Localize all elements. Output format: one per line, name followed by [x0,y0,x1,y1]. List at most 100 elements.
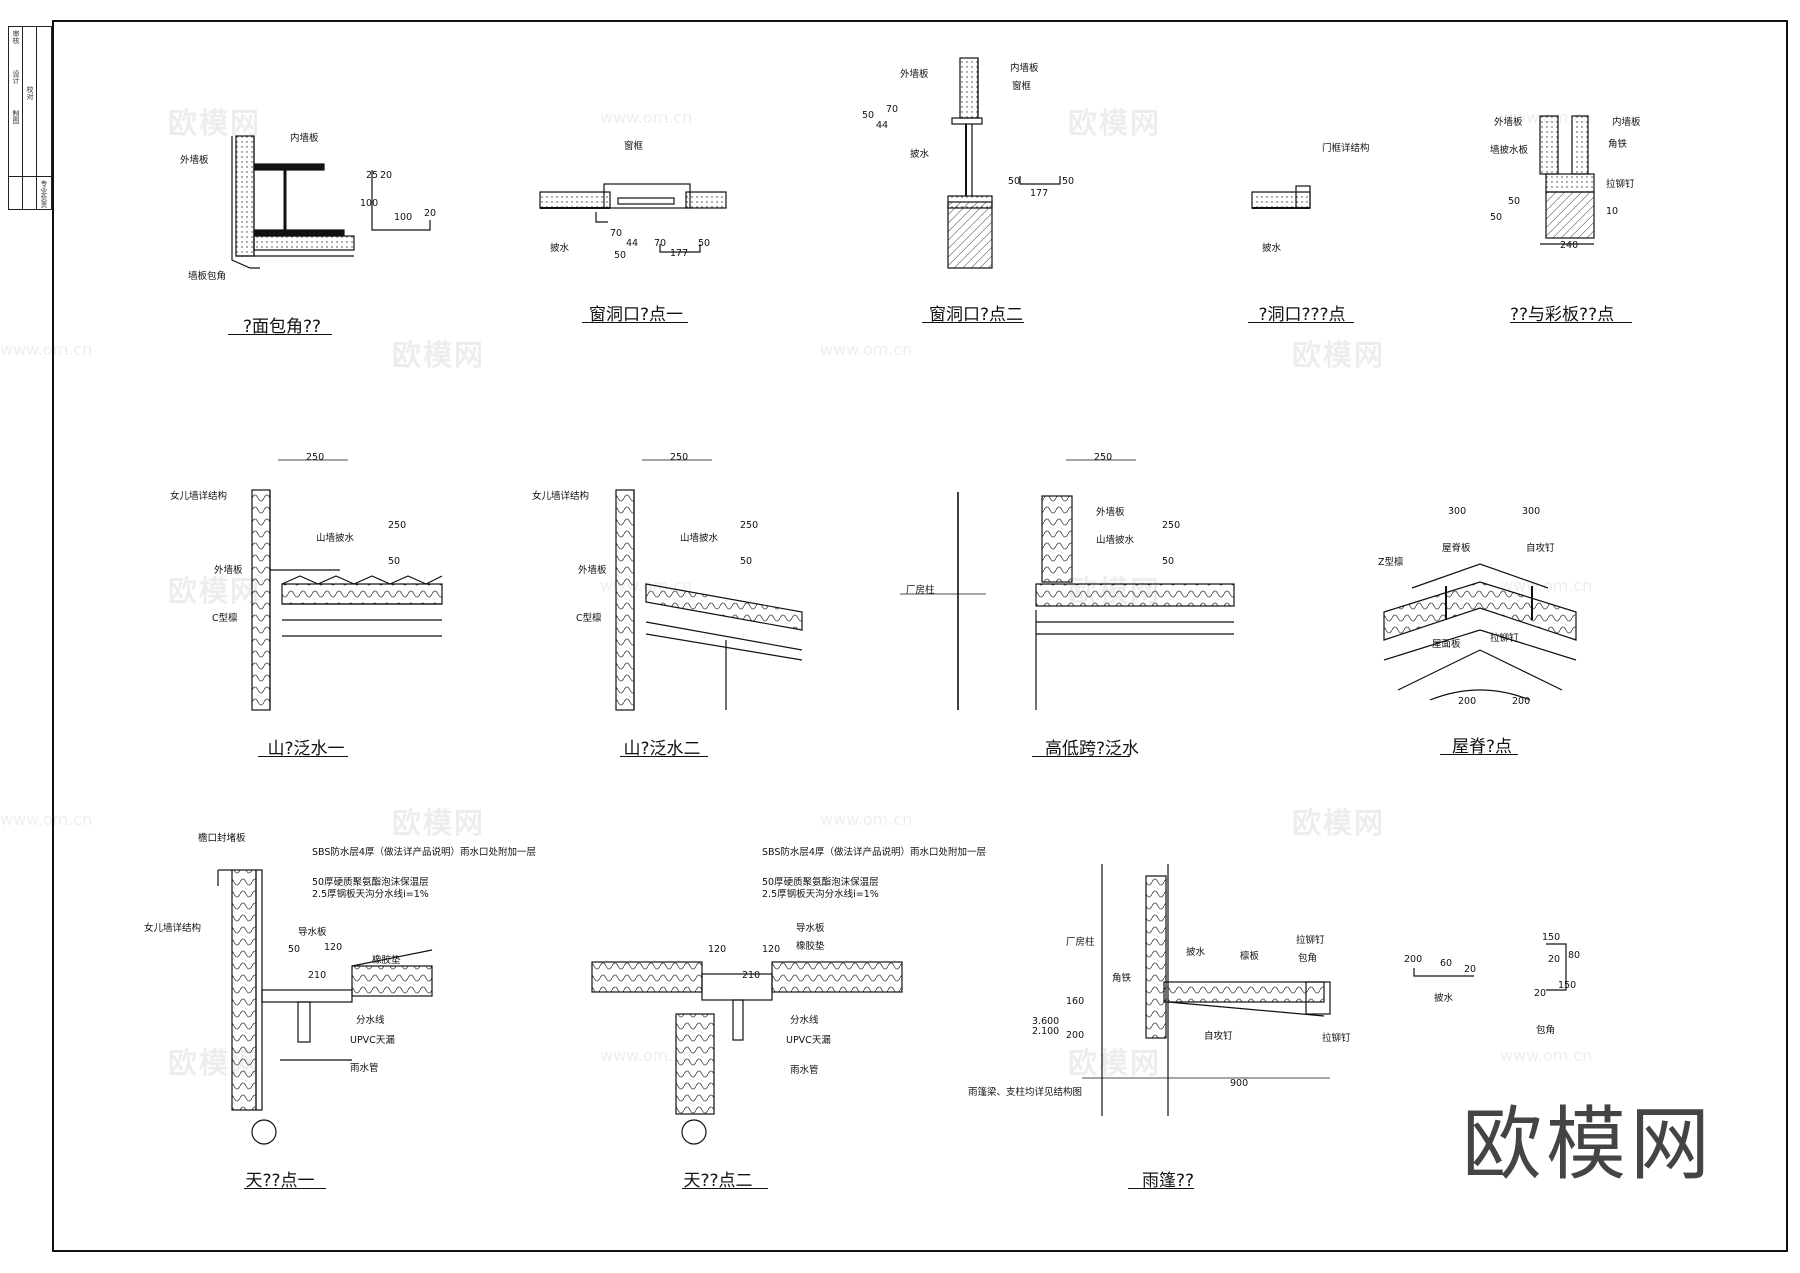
detail-7-label: 外墙板 [578,565,607,576]
detail-11-label: 橡胶垫 [796,941,825,952]
detail-6-dim: 250 [388,520,407,531]
detail-7-dim: 250 [740,520,759,531]
detail-12-dim: 900 [1230,1078,1249,1089]
detail-2-label: 披水 [550,243,570,254]
watermark-logo: 欧模网 [1292,806,1386,840]
stamp-cell-text: 校对 [26,86,34,100]
detail-2-title-underline [582,322,688,323]
watermark-logo: 欧模网 [392,806,486,840]
watermark-url: www.om.cn [820,810,913,829]
watermark-logo: 欧模网 [1292,338,1386,372]
detail-1-dim: 100 [394,212,413,223]
detail-5-label: 外墙板 [1494,117,1523,128]
detail-13-label: 包角 [1536,1025,1556,1036]
watermark-url: www.om.cn [1500,576,1593,595]
detail-3-label: 披水 [910,149,930,160]
detail-6-title-underline [258,756,348,757]
detail-10-title-underline [244,1188,326,1189]
watermark-logo: 欧模网 [1068,1046,1162,1080]
detail-12-label: 自攻钉 [1204,1031,1233,1042]
detail-6-title: 山?泛水一 [267,739,345,759]
detail-4-label: 门框详结构 [1322,143,1370,154]
detail-3-title: 窗洞口?点二 [928,305,1024,325]
detail-5-dim: 240 [1560,240,1579,251]
detail-11-label: SBS防水层4厚（做法详产品说明）雨水口处附加一层 [762,847,986,858]
detail-3-label: 内墙板 [1010,63,1039,74]
watermark-logo: 欧模网 [1068,106,1162,140]
detail-5-label: 内墙板 [1612,117,1641,128]
detail-12-label: 包角 [1298,953,1318,964]
detail-12-label: 角铁 [1112,973,1132,984]
detail-9-label: 屋脊板 [1442,543,1471,554]
detail-1-dim: 100 [360,198,379,209]
detail-6-label: 女儿墙详结构 [170,491,228,502]
detail-11-dim: 210 [742,970,761,981]
detail-3-label: 外墙板 [900,69,929,80]
detail-5-dim: 10 [1606,206,1619,217]
watermark-url: www.om.cn [0,810,93,829]
detail-3-dim: 70 [886,104,899,115]
detail-7-label: 女儿墙详结构 [532,491,590,502]
detail-11-title-underline [682,1188,768,1189]
detail-1-dim: 25 [366,170,379,181]
detail-13-dim: 20 [1464,964,1477,975]
detail-12-label: 披水 [1186,947,1206,958]
detail-12-label: 拉铆钉 [1322,1033,1351,1044]
detail-13-dim: 20 [1534,988,1547,999]
detail-2-dim: 70 [654,238,667,249]
detail-8-title-underline [1032,756,1130,757]
detail-9-title-underline [1440,754,1518,755]
detail-9-label: 自攻钉 [1526,543,1555,554]
detail-12-dim: 200 [1066,1030,1085,1041]
watermark-url: www.om.cn [600,108,693,127]
detail-13-label: 披水 [1434,993,1454,1004]
watermark-url: www.om.cn [600,1046,693,1065]
detail-11-label: 50厚硬质聚氨酯泡沫保温层 [762,877,879,888]
detail-8-dim: 250 [1094,452,1113,463]
detail-11-dim: 120 [762,944,781,955]
detail-4-title: ?洞口???点 [1258,305,1346,325]
detail-10-dim: 120 [324,942,343,953]
detail-11-label: 分水线 [790,1015,819,1026]
detail-3-title-underline [922,322,1024,323]
detail-4-title-underline [1248,322,1354,323]
detail-5-label: 角铁 [1608,139,1628,150]
detail-8-label: 山墙披水 [1096,535,1135,546]
detail-12-dim: 3.600 [1032,1016,1060,1027]
detail-10-label: 雨水管 [350,1063,379,1074]
detail-5-title: ??与彩板??点 [1510,305,1615,325]
detail-9-label: Z型檩 [1378,557,1404,568]
detail-13-dim: 60 [1440,958,1453,969]
detail-11-label: 导水板 [796,923,825,934]
detail-7-title-underline [620,756,708,757]
detail-13-dim: 200 [1404,954,1423,965]
detail-13-dim: 150 [1558,980,1577,991]
watermark-logo: 欧模网 [392,338,486,372]
watermark-url: www.om.cn [0,340,93,359]
detail-8-label: 外墙板 [1096,507,1125,518]
detail-9-dim: 300 [1522,506,1541,517]
detail-3-dim: 44 [876,120,889,131]
detail-8-dim: 50 [1162,556,1175,567]
detail-6-label: C型檩 [212,613,238,624]
detail-10-dim: 50 [288,944,301,955]
detail-5-label: 拉铆钉 [1606,179,1635,190]
detail-11-label: 2.5厚钢板天沟分水线i=1% [762,889,879,900]
detail-2-dim: 50 [614,250,627,261]
detail-11-dim: 120 [708,944,727,955]
detail-2-dim: 177 [670,248,689,259]
detail-12-title-underline [1128,1188,1194,1189]
detail-12-title: 雨篷?? [1141,1171,1195,1191]
stamp-cell-text: 专业负责 [40,180,48,208]
detail-7-label: C型檩 [576,613,602,624]
detail-1-dim: 20 [380,170,393,181]
detail-5-label: 墙披水板 [1490,145,1529,156]
watermark-logo-large: 欧模网 [1462,1098,1714,1191]
detail-12-label: 雨篷梁、支柱均详见结构图 [968,1087,1083,1098]
detail-6-label: 外墙板 [214,565,243,576]
detail-10-label: 50厚硬质聚氨酯泡沫保温层 [312,877,429,888]
detail-9-title: 屋脊?点 [1451,737,1513,757]
detail-6-label: 山墙披水 [316,533,355,544]
detail-1-label: 墙板包角 [188,271,227,282]
